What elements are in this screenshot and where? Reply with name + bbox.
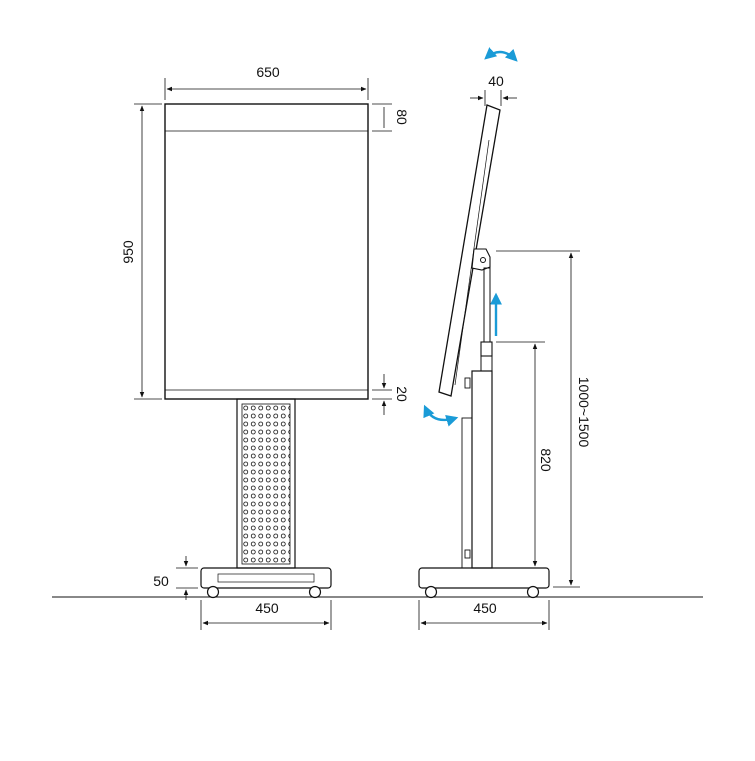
motion-arrows [423,47,518,427]
front-panel [164,103,369,400]
side-knob-lower [464,549,471,559]
front-dimensions [134,78,392,630]
side-dimensions [418,90,580,630]
base-height-label: 50 [153,573,169,589]
front-wheel-right [308,585,322,599]
side-display [438,104,501,397]
side-wheel-right [526,585,540,599]
front-height-label: 950 [120,240,136,264]
inner-pole [483,267,491,343]
side-base-width-label: 450 [473,600,497,616]
perforated-cover [241,403,291,565]
side-knob-upper [464,377,471,389]
pole-collar [480,341,493,357]
tilt-pivot [480,257,486,263]
thickness-label: 40 [488,73,504,89]
bottom-band-label: 20 [394,386,410,402]
side-column [471,370,493,569]
column-height-label: 820 [538,448,554,472]
side-display-inner [454,139,490,386]
height-range-label: 1000~1500 [576,377,592,448]
side-base [418,567,550,589]
front-base-width-label: 450 [255,600,279,616]
side-wheel-left [424,585,438,599]
front-view [164,103,369,599]
top-band-label: 80 [394,109,410,125]
back-brace [461,417,473,569]
column-top [480,356,493,371]
front-width-label: 650 [256,64,280,80]
tilt-arrow-icon [423,404,459,427]
front-wheel-left [206,585,220,599]
front-base-inner [217,573,315,583]
side-view [418,104,550,599]
tilt-arrow-icon [484,47,518,62]
front-base [200,567,332,589]
